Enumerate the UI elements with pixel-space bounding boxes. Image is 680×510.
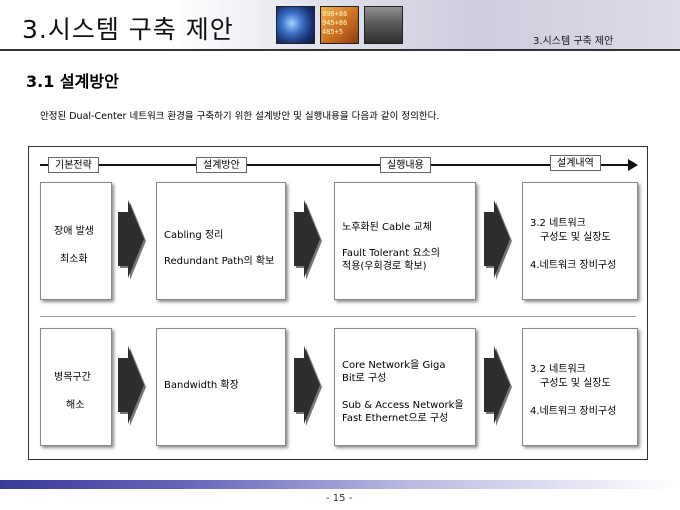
row2-strategy-line2: 해소 — [66, 400, 85, 411]
row2-action-line3: Sub & Access Network을 — [342, 400, 464, 411]
section-title: 3.1 설계방안 — [26, 72, 119, 91]
intro-text: 안정된 Dual-Center 네트워크 환경을 구축하기 위한 설계방안 및 … — [40, 111, 440, 122]
design-diagram-frame — [28, 146, 648, 460]
row1-action-line1: 노후화된 Cable 교체 — [342, 222, 432, 233]
row2-action-line2: Bit로 구성 — [342, 373, 387, 384]
network-globe-image — [276, 6, 315, 44]
flow-label-action: 실행내용 — [380, 157, 431, 173]
header-divider — [0, 49, 680, 51]
flow-label-strategy: 기본전략 — [48, 157, 99, 173]
row2-detail-line1: 3.2 네트워크 — [530, 364, 586, 375]
row1-strategy-line2: 최소화 — [60, 254, 88, 265]
row1-design-line1: Cabling 정리 — [164, 230, 224, 241]
row2-arrow3-icon — [484, 346, 512, 426]
page-title: 3.시스템 구축 제안 — [22, 15, 234, 44]
row2-design-box — [156, 328, 286, 446]
row1-design-box — [156, 182, 286, 300]
row1-action-line3: 적용(우회경로 확보) — [342, 261, 427, 272]
row1-strategy-line1: 장애 발생 — [54, 226, 94, 237]
section-tag: 3.시스템 구축 제안 — [533, 36, 614, 47]
footer-bar — [0, 480, 680, 489]
page-number: - 15 - — [326, 493, 353, 504]
row1-detail-line2: 구성도 및 실장도 — [540, 232, 611, 243]
row1-arrow2-icon — [294, 200, 322, 280]
flow-line — [40, 164, 630, 166]
row1-action-line2: Fault Tolerant 요소의 — [342, 248, 440, 259]
row1-detail-line3: 4.네트워크 장비구성 — [530, 260, 617, 271]
row1-design-line2: Redundant Path의 확보 — [164, 256, 275, 267]
row2-arrow2-icon — [294, 346, 322, 426]
numbers-image-text: 998+86 945+86 485+5 — [322, 10, 348, 36]
numbers-image — [320, 6, 359, 44]
row2-action-line1: Core Network을 Giga — [342, 360, 446, 371]
row1-detail-box — [522, 182, 638, 300]
flow-label-design: 설계방안 — [196, 157, 247, 173]
row1-action-box — [334, 182, 476, 300]
people-image — [364, 6, 403, 44]
row2-detail-line2: 구성도 및 실장도 — [540, 378, 611, 389]
flow-label-detail: 설계내역 — [550, 155, 601, 171]
row1-arrow3-icon — [484, 200, 512, 280]
row2-action-line4: Fast Ethernet으로 구성 — [342, 413, 449, 424]
row1-arrow1-icon — [118, 200, 146, 280]
flow-arrowhead-icon — [628, 159, 638, 171]
row2-detail-line3: 4.네트워크 장비구성 — [530, 406, 617, 417]
row1-detail-line1: 3.2 네트워크 — [530, 218, 586, 229]
row1-strategy-box — [40, 182, 112, 300]
row2-design-line1: Bandwidth 확장 — [164, 380, 239, 391]
row2-action-box — [334, 328, 476, 446]
row2-arrow1-icon — [118, 346, 146, 426]
row2-strategy-box — [40, 328, 112, 446]
row-divider — [40, 316, 636, 317]
row2-strategy-line1: 병목구간 — [54, 372, 91, 383]
row2-detail-box — [522, 328, 638, 446]
